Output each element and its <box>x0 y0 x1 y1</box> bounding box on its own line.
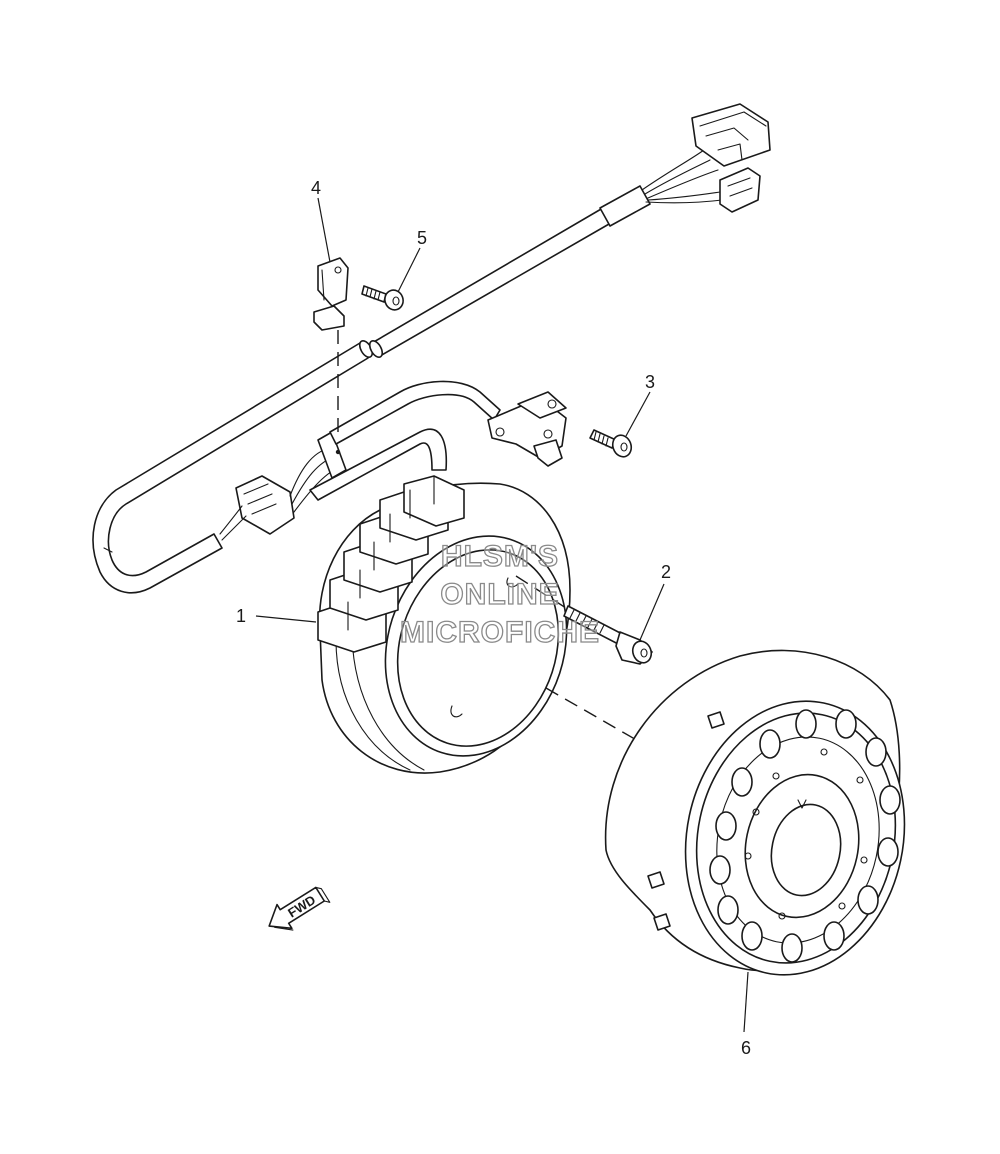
stator-lead-tube <box>309 428 448 501</box>
callout-1: 1 <box>236 606 317 626</box>
callout-label-1: 1 <box>236 606 246 626</box>
wire-harness <box>92 103 771 594</box>
harness-sleeve <box>599 185 651 227</box>
harness-grommet <box>317 431 347 479</box>
clamp-screw <box>361 285 404 311</box>
bolt-dash-line <box>515 575 567 609</box>
rotor-lug <box>707 711 725 729</box>
assembly-axis-line <box>545 687 641 743</box>
rotor-magnet-pockets <box>709 709 901 963</box>
stator-assembly <box>317 475 571 774</box>
watermark: HLSM'S ONLINE MICROFICHE <box>399 539 600 649</box>
rotor-flywheel <box>604 649 906 976</box>
fwd-direction-arrow: FWD <box>268 886 331 931</box>
watermark-line1: HLSM'S <box>441 540 559 573</box>
stator-coil-poles <box>317 475 465 653</box>
lead-clamp <box>313 257 349 331</box>
callout-5: 5 <box>397 228 427 293</box>
callout-label-5: 5 <box>417 228 427 248</box>
stator-bolt <box>563 605 653 665</box>
pickup-coil <box>487 391 567 467</box>
pickup-lead <box>329 380 501 445</box>
callout-label-2: 2 <box>661 562 671 582</box>
callout-label-6: 6 <box>741 1038 751 1058</box>
harness-connector-secondary <box>719 167 761 213</box>
callout-6: 6 <box>741 971 751 1058</box>
harness-upper-cable <box>371 204 617 357</box>
callout-4: 4 <box>311 178 331 263</box>
callout-3: 3 <box>625 372 655 437</box>
pickup-screw <box>589 429 633 458</box>
callout-2: 2 <box>639 562 671 641</box>
rotor-lug <box>653 913 671 931</box>
callout-label-4: 4 <box>311 178 321 198</box>
callout-label-3: 3 <box>645 372 655 392</box>
harness-connector-main <box>691 103 771 167</box>
harness-coupler <box>219 475 295 541</box>
harness-lower-cable <box>92 342 369 594</box>
rotor-lug <box>647 871 665 889</box>
rotor-holes <box>744 748 868 920</box>
watermark-line3: MICROFICHE <box>400 616 600 649</box>
watermark-line2: ONLINE <box>440 578 559 611</box>
